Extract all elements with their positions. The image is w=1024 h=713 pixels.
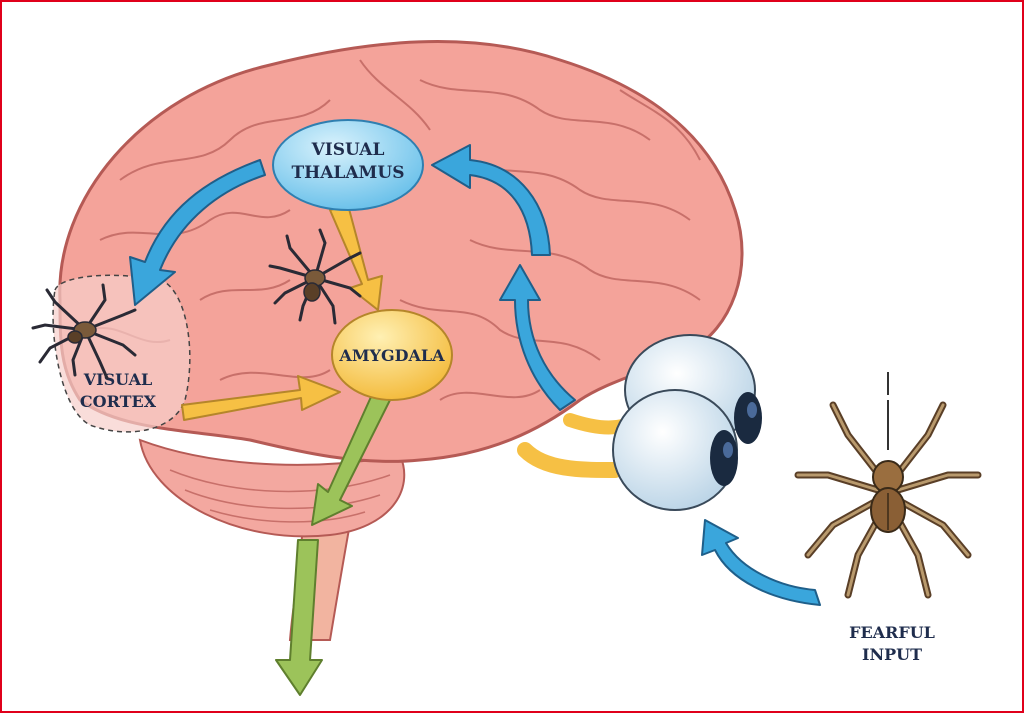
arrow-thalamus-to-amygdala	[329, 204, 383, 311]
optic-nerve-lower	[517, 442, 623, 478]
eyeball-front	[612, 389, 738, 511]
fearful-input-label-line1: FEARFUL	[849, 623, 935, 642]
arrow-amygdala-to-body-upper	[311, 387, 393, 526]
spider-icon-thalamus	[268, 228, 362, 325]
arrow-thalamus-to-cortex	[129, 159, 266, 306]
arrow-eye-to-thalamus-lower	[499, 264, 576, 411]
cerebellum-folds	[169, 469, 391, 523]
visual-thalamus-label-line1: VISUAL	[311, 140, 385, 160]
amygdala-node: AMYGDALA	[331, 309, 453, 401]
visual-cortex-label-line1: VISUAL	[83, 370, 153, 389]
arrow-input-to-eye	[701, 519, 821, 606]
arrow-cortex-to-amygdala	[181, 375, 341, 421]
spider-icon-cortex	[31, 283, 137, 380]
amygdala-label: AMYGDALA	[338, 346, 445, 365]
arrow-amygdala-to-body-lower	[275, 539, 323, 696]
visual-cortex-label-line2: CORTEX	[80, 392, 157, 411]
visual-thalamus-node: VISUAL THALAMUS	[272, 119, 424, 211]
fearful-input-label-line2: INPUT	[862, 645, 922, 664]
arrow-eye-to-thalamus-upper	[431, 144, 551, 256]
visual-thalamus-label-line2: THALAMUS	[292, 163, 405, 183]
visual-cortex-region	[52, 274, 191, 433]
spider-icon-fearful	[794, 401, 982, 599]
